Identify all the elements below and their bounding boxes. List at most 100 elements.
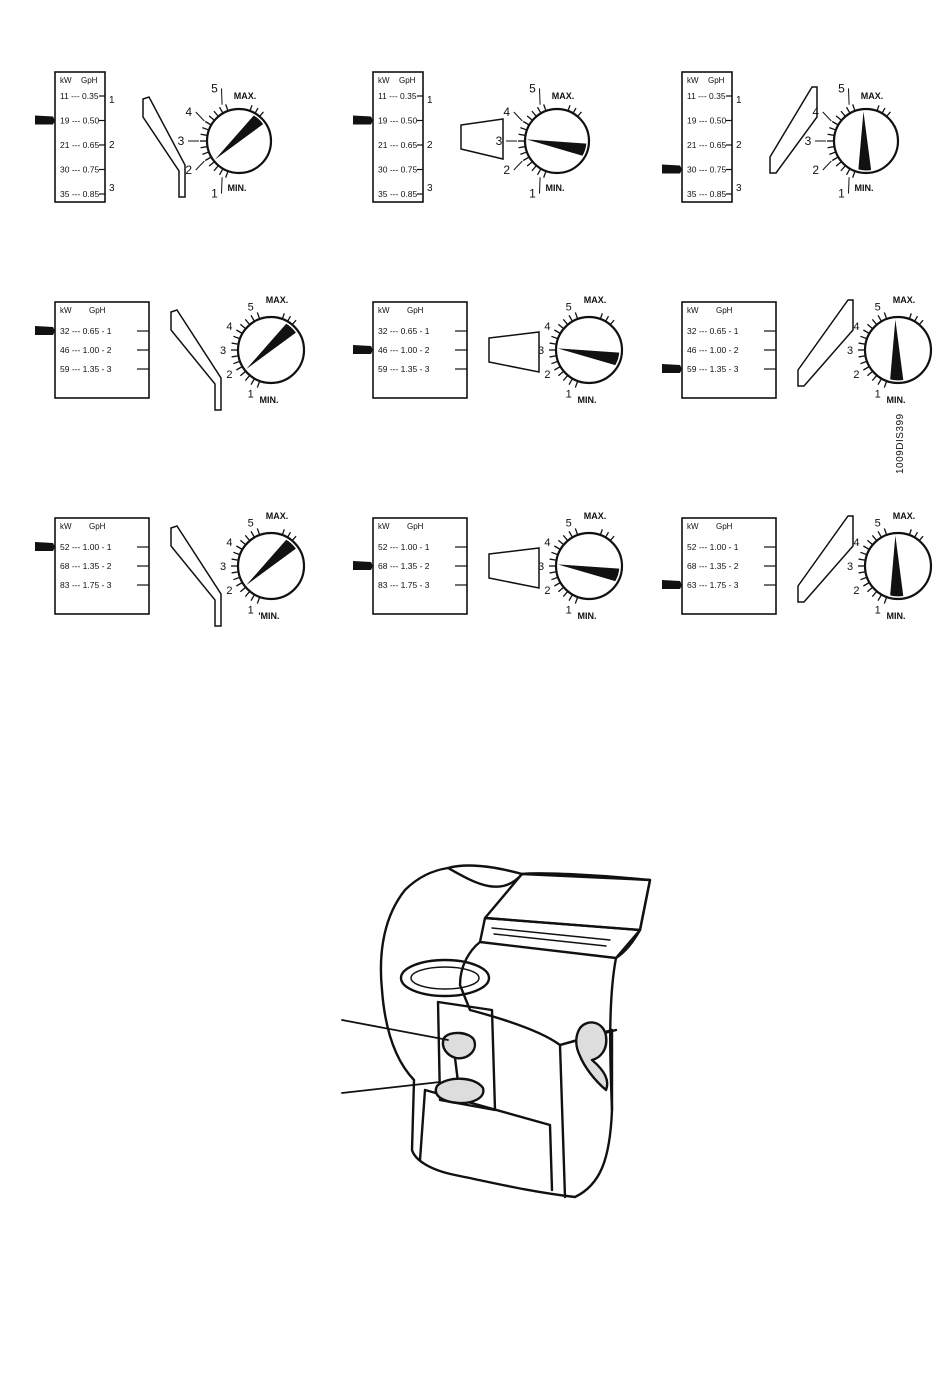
- dial-number: 5: [529, 81, 536, 95]
- rating-row: 59 --- 1.35 - 3: [378, 364, 430, 374]
- dial-needle: [557, 348, 620, 366]
- rating-row: 19 --- 0.50: [378, 116, 417, 126]
- min-label: MIN.: [887, 611, 906, 621]
- dial-tick: [522, 156, 530, 162]
- dial-tick: [236, 581, 243, 587]
- dial-number: 3: [847, 345, 853, 357]
- connector-link: [769, 86, 818, 174]
- dial-tick: [231, 342, 239, 345]
- pointer-arrow: [662, 364, 682, 373]
- rating-row: 32 --- 0.65 - 1: [687, 326, 739, 336]
- dial-tick: [852, 104, 856, 112]
- dial-tick: [609, 319, 615, 326]
- dial-number-leader: [220, 177, 223, 194]
- kw-header: kW: [687, 522, 699, 531]
- dial-tick: [250, 315, 256, 322]
- dial-tick: [835, 115, 842, 121]
- dial-tick: [233, 551, 241, 556]
- dial-tick: [562, 318, 569, 326]
- dial-tick: [831, 120, 839, 126]
- dial-tick: [568, 594, 574, 601]
- kw-header: kW: [60, 522, 72, 531]
- dial-tick: [256, 380, 261, 388]
- dial-tick: [863, 329, 870, 335]
- dial-number-leader: [513, 111, 523, 122]
- dial-tick: [281, 313, 285, 320]
- dial-tick: [225, 170, 229, 178]
- dial-number: 4: [544, 537, 550, 549]
- dial-tick: [557, 323, 565, 330]
- rating-row: 11 --- 0.35: [60, 91, 99, 101]
- scale-mark: 1: [109, 95, 115, 106]
- dial-number-leader: [822, 160, 832, 171]
- dial-number: 4: [544, 321, 550, 333]
- pointer-arrow: [35, 115, 55, 125]
- dial-tick: [549, 355, 557, 358]
- adjustment-knob: [441, 1031, 477, 1060]
- dial-number: 4: [853, 537, 859, 549]
- rating-row: 52 --- 1.00 - 1: [378, 542, 430, 552]
- dial-tick: [231, 571, 239, 574]
- dial-tick: [543, 104, 547, 112]
- dial-needle: [557, 564, 620, 582]
- rating-row: 30 --- 0.75: [60, 165, 99, 175]
- dial-tick: [208, 161, 215, 167]
- gph-header: GpH: [89, 306, 106, 315]
- dial-number: 4: [812, 105, 819, 119]
- dial-tick: [200, 145, 208, 149]
- dial-tick: [577, 111, 582, 117]
- dial-tick: [256, 596, 261, 604]
- dial-tick: [239, 323, 247, 330]
- dial-tick: [858, 558, 866, 561]
- kw-header: kW: [687, 76, 699, 85]
- scale-mark: 3: [427, 183, 433, 194]
- max-label: MAX.: [584, 295, 607, 305]
- dial-tick: [568, 531, 574, 538]
- dial-tick: [863, 365, 870, 371]
- max-label: MAX.: [266, 295, 289, 305]
- dial-tick: [863, 545, 870, 551]
- burner-top-panel-edge: [478, 916, 642, 960]
- connector-link: [460, 118, 504, 160]
- dial-number: 5: [875, 301, 881, 313]
- dial-tick: [549, 558, 557, 561]
- dial-tick: [871, 318, 878, 326]
- dial-tick: [840, 110, 846, 117]
- max-label: MAX.: [552, 91, 575, 101]
- dial-number: 5: [211, 81, 218, 95]
- burner-lifting-ring-inner: [410, 966, 480, 990]
- dial-tick: [574, 596, 579, 604]
- dial-number: 5: [566, 301, 572, 313]
- dial-tick: [554, 545, 561, 551]
- rating-row: 46 --- 1.00 - 2: [378, 345, 430, 355]
- dial-tick: [536, 168, 542, 176]
- scale-mark: 3: [736, 183, 742, 194]
- dial-tick: [202, 151, 210, 155]
- pointer-arrow: [662, 164, 682, 174]
- dial-tick: [831, 156, 839, 162]
- burner-illustration: [341, 864, 652, 1199]
- dial-needle: [890, 319, 904, 381]
- dial-number: 3: [805, 134, 812, 148]
- dial-number: 1: [566, 389, 572, 401]
- scale-mark: 2: [736, 140, 742, 151]
- dial-number: 4: [185, 105, 192, 119]
- pointer-line-upper: [341, 1019, 449, 1041]
- dial-number-leader: [220, 88, 223, 105]
- dial-tick: [827, 133, 835, 137]
- dial-needle: [890, 535, 904, 597]
- rating-row: 35 --- 0.85: [687, 189, 726, 199]
- dial-tick: [883, 380, 888, 388]
- min-label: MIN.: [578, 395, 597, 405]
- dial-number: 1: [838, 187, 845, 201]
- dial-tick: [881, 107, 886, 114]
- rating-row: 30 --- 0.75: [687, 165, 726, 175]
- dial-number: 1: [248, 605, 254, 617]
- dial-number: 1: [248, 389, 254, 401]
- dial-tick: [236, 545, 243, 551]
- dial-tick: [858, 342, 866, 345]
- dial-tick: [871, 374, 878, 382]
- dial-tick: [599, 313, 603, 320]
